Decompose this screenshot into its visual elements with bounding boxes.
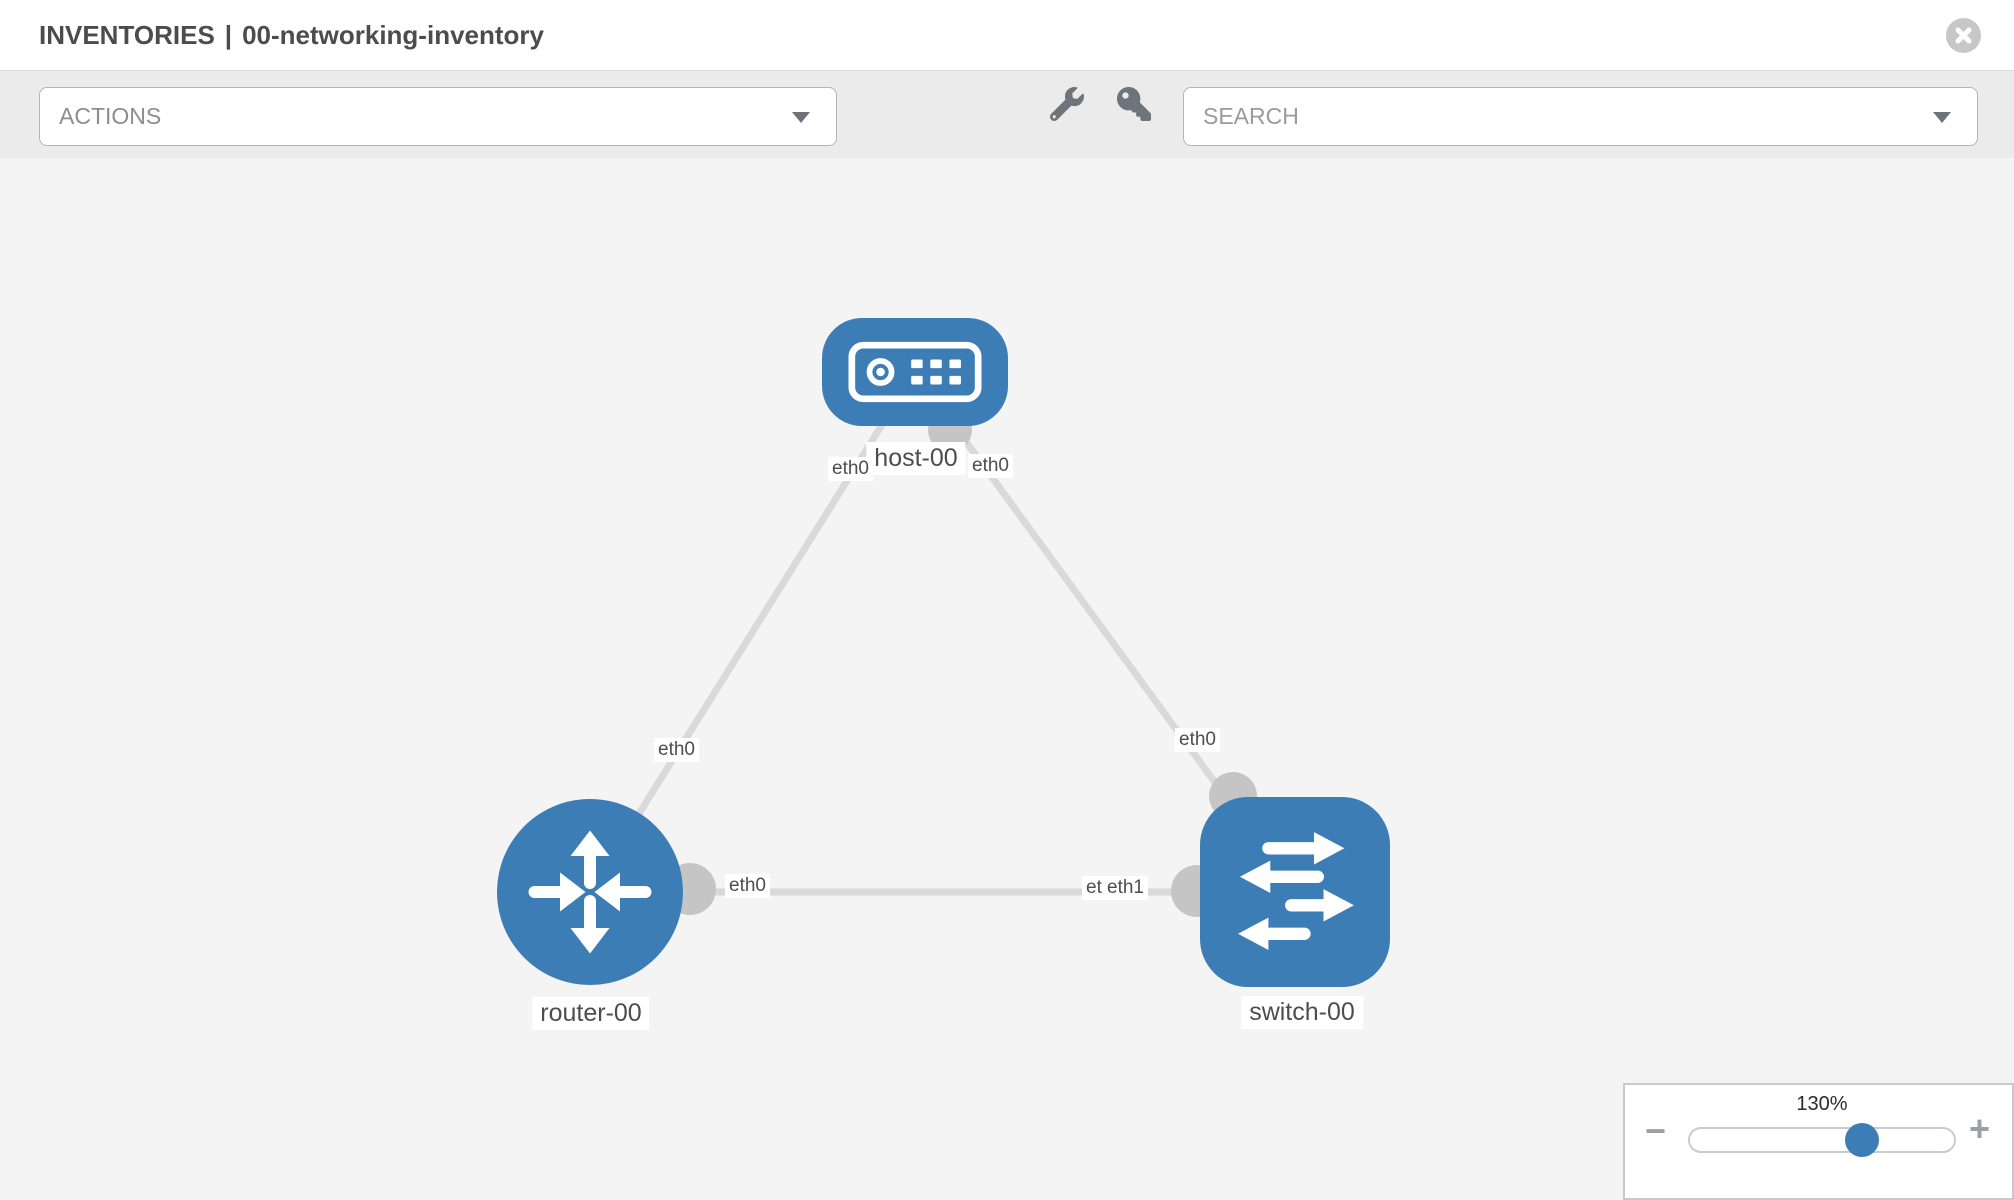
zoom-in-button[interactable]: + <box>1969 1108 1991 1149</box>
node-router-00[interactable] <box>497 799 683 985</box>
zoom-level: 130% <box>1796 1093 1848 1115</box>
header: INVENTORIES | 00-networking-inventory <box>0 0 2014 71</box>
iface-label-router-to-switch: eth0 <box>725 874 770 898</box>
host-icon <box>848 341 982 403</box>
topology-canvas[interactable]: host-00 router-00 switch-00 eth0 eth0 et… <box>0 158 2014 1200</box>
iface-label-host-to-router: eth0 <box>828 457 873 481</box>
wrench-icon <box>1050 87 1084 121</box>
close-button[interactable] <box>1946 18 1981 53</box>
chevron-down-icon <box>1933 112 1951 123</box>
actions-dropdown-label: ACTIONS <box>59 103 162 129</box>
title-separator: | <box>224 20 233 50</box>
node-label-host: host-00 <box>866 442 966 475</box>
zoom-out-button[interactable]: − <box>1645 1110 1667 1151</box>
toolbar: ACTIONS SEARCH <box>0 70 2014 159</box>
search-dropdown[interactable]: SEARCH <box>1183 87 1978 146</box>
zoom-slider-thumb[interactable] <box>1845 1123 1879 1157</box>
node-label-router: router-00 <box>532 997 650 1030</box>
credentials-button[interactable] <box>1114 84 1154 124</box>
tools-button[interactable] <box>1047 84 1087 124</box>
switch-icon <box>1238 832 1354 950</box>
iface-label-switch-to-router: eth1 <box>1103 876 1148 900</box>
zoom-panel: 130% − + <box>1623 1083 2014 1200</box>
chevron-down-icon <box>792 112 810 123</box>
iface-label-switch-to-host: eth0 <box>1175 728 1220 752</box>
actions-dropdown[interactable]: ACTIONS <box>39 87 837 146</box>
topology-links-layer <box>587 369 1298 917</box>
iface-label-router-to-host: eth0 <box>654 738 699 762</box>
zoom-slider-track[interactable] <box>1688 1123 1956 1157</box>
node-label-switch: switch-00 <box>1241 996 1363 1029</box>
key-icon <box>1117 87 1151 121</box>
page-title: INVENTORIES | 00-networking-inventory <box>39 0 544 70</box>
router-icon <box>528 830 652 954</box>
inventory-name: 00-networking-inventory <box>242 20 544 50</box>
node-switch-00[interactable] <box>1200 797 1390 987</box>
search-placeholder: SEARCH <box>1203 103 1299 129</box>
close-icon <box>1955 27 1972 44</box>
node-host-00[interactable] <box>822 318 1008 426</box>
page-title-section: INVENTORIES <box>39 20 215 50</box>
iface-label-host-to-switch: eth0 <box>968 454 1013 478</box>
